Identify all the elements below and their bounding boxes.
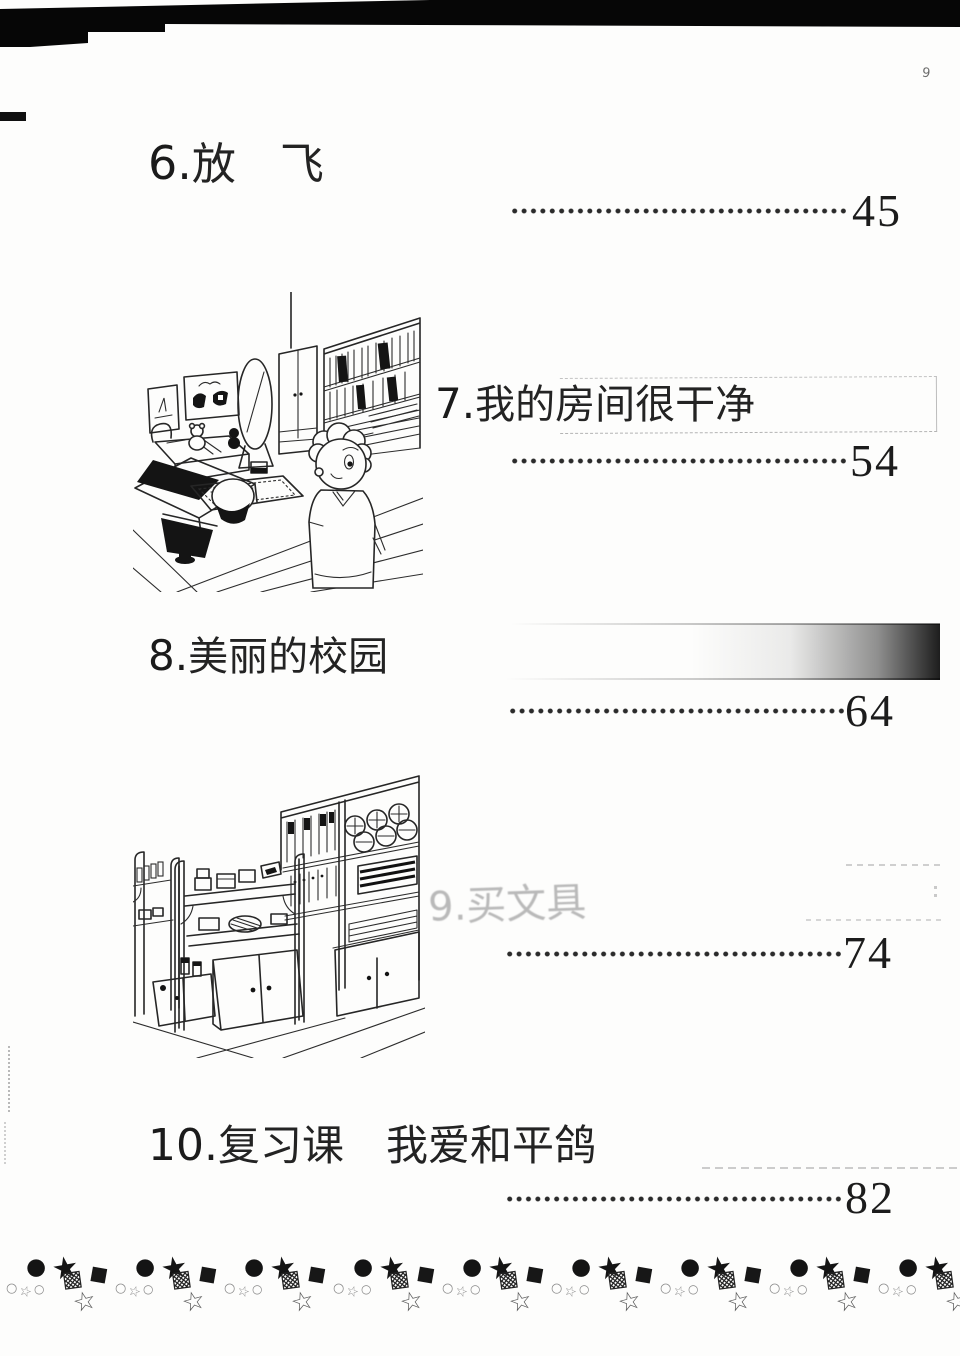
border-glyph-filled-circle: ● (244, 1254, 265, 1280)
border-glyph-outline-circle: ○ (361, 1282, 372, 1296)
toc-entry-7: 7.我的房间很干净 (435, 372, 755, 430)
scan-smudge-line (505, 678, 940, 680)
stray-print-mark: 9 (920, 65, 932, 82)
border-glyph-outline-circle: ○ (143, 1282, 154, 1296)
faint-box-artifact (806, 919, 944, 921)
entry-title: 我的房间很干净 (475, 382, 756, 427)
border-glyph-outline-circle: ○ (333, 1281, 345, 1296)
border-glyph-outline-circle: ○ (769, 1281, 781, 1296)
border-glyph-filled-circle: ● (135, 1254, 156, 1280)
toc-entry-6: 6.放 飞 (148, 128, 324, 192)
border-glyph-filled-circle: ● (571, 1254, 592, 1280)
border-glyph-outline-circle: ○ (797, 1282, 808, 1296)
border-glyph-outline-star-small: ☆ (561, 1282, 579, 1302)
entry-number: 6. (148, 136, 192, 190)
border-glyph-outline-circle: ○ (252, 1282, 263, 1296)
border-glyph-outline-star-small: ☆ (125, 1282, 143, 1302)
entry-number: 8. (148, 631, 189, 680)
border-glyph-outline-circle: ○ (688, 1282, 699, 1296)
border-glyph-outline-star-small: ☆ (16, 1282, 34, 1302)
stationery-shop-illustration (133, 775, 425, 1058)
toc-entry-9: 9.买文具 (427, 869, 587, 932)
border-glyph-outline-star-small: ☆ (234, 1282, 252, 1302)
entry-number: 10. (148, 1120, 218, 1171)
border-glyph-outline-circle: ○ (224, 1281, 236, 1296)
border-glyph-dark-square: ■ (742, 1261, 764, 1287)
border-glyph-outline-star-small: ☆ (888, 1282, 906, 1302)
border-glyph-dark-square: ■ (306, 1261, 328, 1287)
border-glyph-outline-circle: ○ (579, 1282, 590, 1296)
entry-title: 放 飞 (191, 140, 324, 189)
border-glyph-outline-star: ☆ (614, 1284, 645, 1320)
border-glyph-filled-circle: ● (353, 1254, 374, 1280)
border-glyph-dark-square: ■ (524, 1261, 546, 1287)
scanner-black-band (0, 0, 960, 47)
leader-dots (510, 456, 846, 466)
bedroom-illustration (133, 292, 423, 592)
border-glyph-dark-square: ■ (633, 1261, 655, 1287)
leader-dots (505, 1194, 841, 1204)
page-number: 64 (845, 685, 895, 736)
page-number: 74 (843, 927, 893, 978)
border-glyph-outline-star: ☆ (178, 1284, 209, 1320)
border-glyph-outline-star-small: ☆ (343, 1282, 361, 1302)
scanner-edge-dots (4, 1122, 6, 1164)
border-glyph-outline-star-small: ☆ (670, 1282, 688, 1302)
toc-entry-8: 8.美丽的校园 (148, 624, 388, 682)
border-glyph-outline-circle: ○ (6, 1281, 18, 1296)
border-glyph-dark-square: ■ (88, 1261, 110, 1287)
page-number: 45 (852, 185, 902, 236)
entry-number: 9. (427, 883, 468, 931)
leader-dots (510, 206, 846, 216)
border-glyph-outline-circle: ○ (551, 1281, 563, 1296)
border-glyph-filled-circle: ● (789, 1254, 810, 1280)
entry-title: 美丽的校园 (188, 634, 389, 679)
scanner-edge-dots (8, 1046, 10, 1112)
border-glyph-outline-star: ☆ (832, 1284, 863, 1320)
border-glyph-outline-star: ☆ (396, 1284, 427, 1320)
entry-title: 买文具 (465, 879, 588, 929)
faint-box-artifact (846, 864, 942, 866)
border-glyph-outline-circle: ○ (115, 1281, 127, 1296)
border-glyph-dark-square: ■ (415, 1261, 437, 1287)
scanner-edge-mark (0, 112, 26, 121)
scan-smudge (690, 624, 940, 680)
border-glyph-outline-star: ☆ (69, 1284, 100, 1320)
entry-number: 7. (435, 379, 476, 428)
border-glyph-filled-circle: ● (26, 1254, 47, 1280)
border-glyph-outline-circle: ○ (470, 1282, 481, 1296)
toc-entry-10: 10.复习课 我爱和平鸽 (148, 1112, 596, 1173)
border-glyph-outline-circle: ○ (34, 1282, 45, 1296)
border-glyph-filled-circle: ● (680, 1254, 701, 1280)
border-glyph-filled-circle: ● (898, 1254, 919, 1280)
border-glyph-dark-square: ■ (851, 1261, 873, 1287)
border-glyph-outline-star: ☆ (723, 1284, 754, 1320)
border-glyph-outline-star: ☆ (287, 1284, 318, 1320)
decorative-border: ●★○☆○▩■☆●★○☆○▩■☆●★○☆○▩■☆●★○☆○▩■☆●★○☆○▩■☆… (0, 1246, 960, 1338)
border-glyph-dark-square: ■ (197, 1261, 219, 1287)
page-number: 54 (850, 435, 900, 486)
border-glyph-outline-circle: ○ (660, 1281, 672, 1296)
leader-dots (508, 706, 844, 716)
entry-title: 复习课 我爱和平鸽 (217, 1124, 596, 1170)
border-glyph-outline-star-small: ☆ (452, 1282, 470, 1302)
border-glyph-outline-star: ☆ (505, 1284, 536, 1320)
border-glyph-filled-circle: ● (462, 1254, 483, 1280)
border-glyph-outline-circle: ○ (906, 1282, 917, 1296)
border-glyph-outline-star: ☆ (941, 1284, 960, 1320)
faint-box-artifact (934, 886, 937, 898)
page-number: 82 (845, 1172, 895, 1223)
border-glyph-outline-circle: ○ (878, 1281, 890, 1296)
border-glyph-outline-star-small: ☆ (779, 1282, 797, 1302)
faint-line-artifact (702, 1167, 958, 1169)
border-glyph-outline-circle: ○ (442, 1281, 454, 1296)
leader-dots (505, 949, 841, 959)
